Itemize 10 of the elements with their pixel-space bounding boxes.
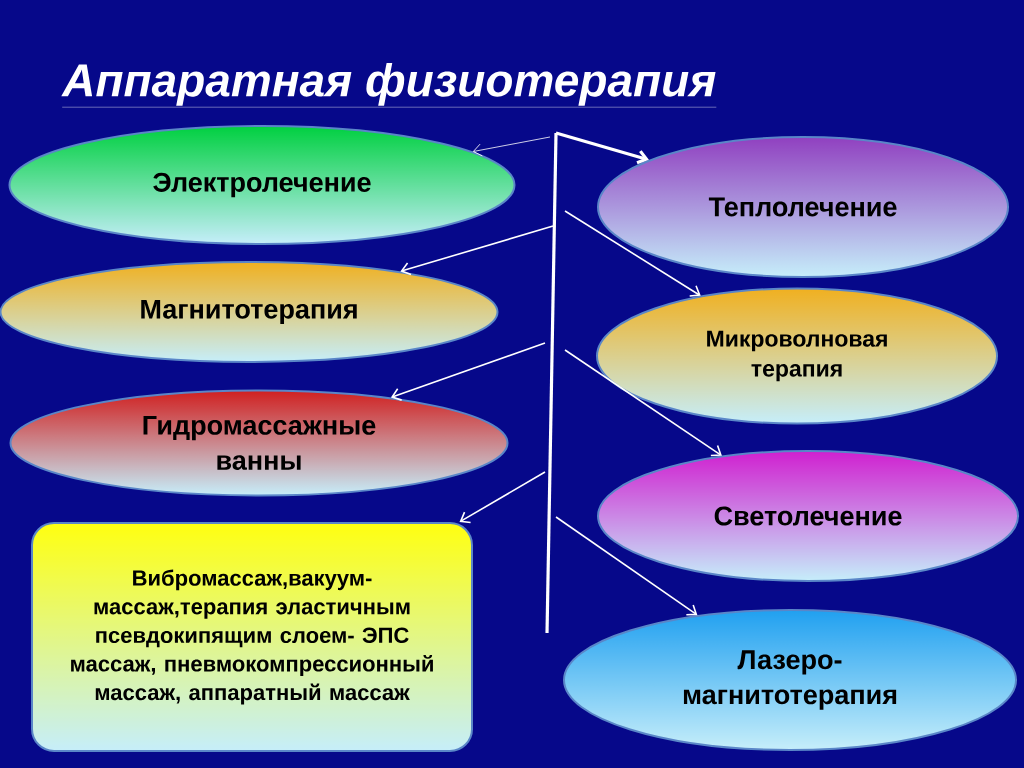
category-box: Вибромассаж,вакуум-массаж,терапия эластичным псевдокипящим слоем- ЭПС массаж, пневмокомпрессионный массаж, аппаратный массаж: [31, 522, 473, 752]
arrow: [390, 342, 546, 401]
arrow: [400, 225, 554, 276]
arrow: [459, 471, 546, 524]
arrow: [564, 210, 701, 297]
arrow: [555, 516, 698, 616]
title: Аппаратная физиотерапия: [61, 62, 717, 108]
arrow: [564, 349, 722, 457]
arrow: [472, 136, 551, 157]
arrow: [555, 131, 649, 165]
